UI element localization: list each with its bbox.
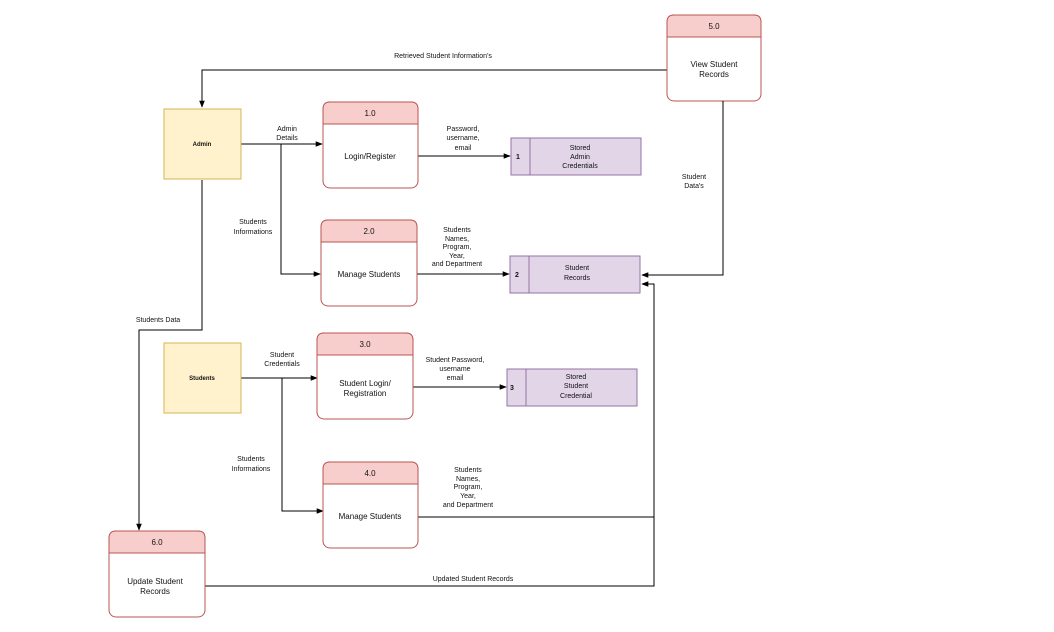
process-1-name: Login/Register [344,152,396,161]
label-names2-3: Program, [454,484,483,491]
flow-students-info-2 [281,378,324,514]
process-1[interactable]: 1.0 Login/Register [322,101,419,189]
label-student-password-3: email [447,375,464,382]
entity-students-label: Students [189,376,215,382]
data-store-3-line1: Stored [566,374,587,381]
process-5-id: 5.0 [708,22,720,31]
label-names2-2: Names, [456,476,480,483]
process-5[interactable]: 5.0 View Student Records [666,14,762,102]
label-student-data-1: Student [682,174,706,181]
flow-student-data [641,96,726,278]
label-names-5: and Department [432,261,482,268]
process-2-id: 2.0 [363,227,375,236]
label-password-1: Password, [447,126,480,133]
label-password-3: email [455,145,472,152]
label-password-2: username, [446,135,479,142]
data-store-1-line1: Stored [570,145,591,152]
flow-retrieved [199,69,667,108]
label-student-password-1: Student Password, [426,357,485,364]
process-3[interactable]: 3.0 Student Login/ Registration [316,332,414,420]
process-3-name-line1: Student Login/ [339,379,391,388]
flow-students-data [136,180,203,531]
data-store-2-id: 2 [515,272,519,279]
data-store-2-line1: Student [565,265,589,272]
process-1-id: 1.0 [364,109,376,118]
flow-students-info-1 [280,144,321,277]
data-store-3[interactable]: 3 Stored Student Credential [506,368,638,407]
label-students-info-1a: Students [239,219,267,226]
process-5-name-line2: Records [699,70,729,79]
label-students-info-1b: Informations [234,229,273,236]
label-names2-5: and Department [443,502,493,509]
data-store-1-line2: Admin [570,154,590,161]
label-names2-4: Year, [460,493,476,500]
entity-students[interactable]: Students [163,342,242,414]
process-6[interactable]: 6.0 Update Student Records [108,530,206,618]
label-admin-details-2: Details [276,135,298,142]
data-store-1-line3: Credentials [562,163,598,170]
data-store-3-line3: Credential [560,393,592,400]
label-students-info-2a: Students [237,456,265,463]
process-4-name: Manage Students [339,512,402,521]
label-names-1: Students [443,227,471,234]
process-4-id: 4.0 [364,469,376,478]
label-retrieved: Retrieved Student Information's [394,53,492,60]
entity-admin-label: Admin [193,142,212,148]
process-2-name: Manage Students [338,270,401,279]
label-student-credentials-2: Credentials [264,361,300,368]
entity-admin[interactable]: Admin [163,108,242,180]
process-6-name-line2: Records [140,587,170,596]
data-store-2-line2: Records [564,275,591,282]
label-students-data: Students Data [136,317,180,324]
label-student-data-2: Data's [684,183,704,190]
process-5-name-line1: View Student [691,60,739,69]
data-store-2[interactable]: 2 Student Records [509,255,641,294]
process-3-name-line2: Registration [344,389,387,398]
label-admin-details-1: Admin [277,126,297,133]
process-6-id: 6.0 [151,538,163,547]
label-students-info-2b: Informations [232,466,271,473]
data-store-1[interactable]: 1 Stored Admin Credentials [510,137,642,176]
label-names-2: Names, [445,236,469,243]
process-2[interactable]: 2.0 Manage Students [320,219,418,307]
data-store-3-id: 3 [510,385,514,392]
label-names-4: Year, [449,253,465,260]
process-3-id: 3.0 [359,340,371,349]
process-4[interactable]: 4.0 Manage Students [322,461,419,549]
label-names-3: Program, [443,244,472,251]
data-store-1-id: 1 [516,154,520,161]
label-updated: Updated Student Records [433,576,514,583]
data-store-3-line2: Student [564,383,588,390]
label-names2-1: Students [454,467,482,474]
label-student-credentials-1: Student [270,352,294,359]
label-student-password-2: username [439,366,470,373]
process-6-name-line1: Update Student [127,577,183,586]
flow-updated [205,284,655,587]
